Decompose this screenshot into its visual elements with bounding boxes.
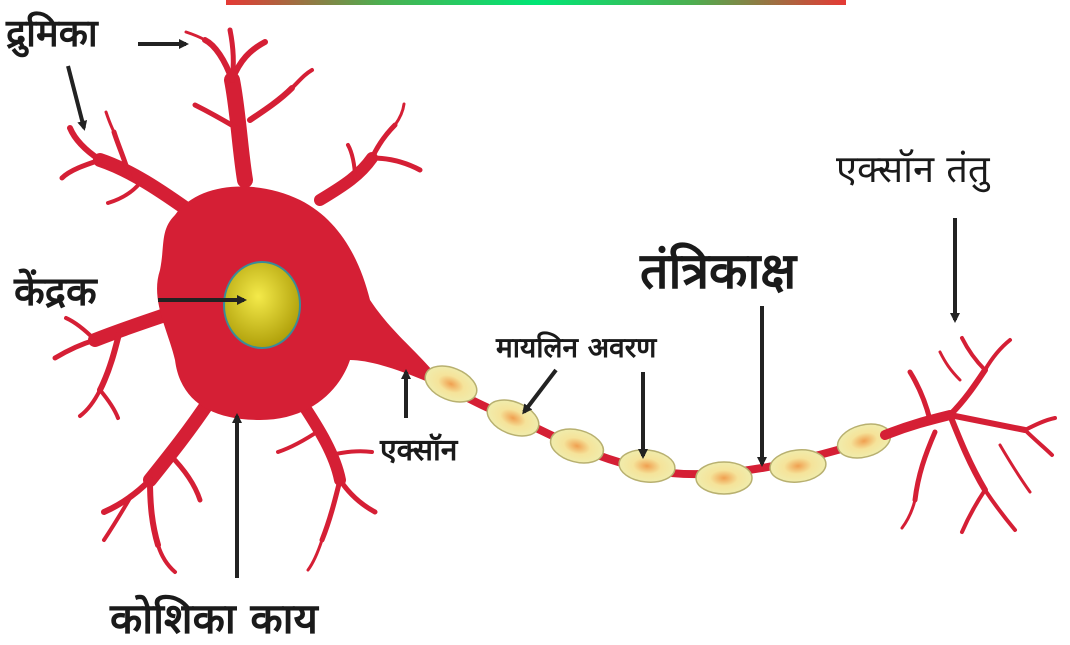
label-myelin-sheath: मायलिन अवरण [496, 334, 656, 362]
myelin-sheaths [420, 359, 894, 494]
label-cell-body: कोशिका काय [110, 598, 318, 640]
axon-terminals [885, 338, 1055, 532]
label-nerve-fiber: तंत्रिकाक्ष [640, 246, 796, 296]
arrow-myelin-1 [524, 370, 556, 412]
label-dendrite: द्रुमिका [6, 14, 98, 52]
label-nucleus: केंद्रक [14, 272, 97, 312]
nucleus-shape [224, 262, 300, 348]
label-axon-terminal: एक्सॉन तंतु [836, 150, 990, 188]
arrow-dendrite-down [68, 66, 84, 128]
label-axon: एक्सॉन [380, 436, 457, 466]
